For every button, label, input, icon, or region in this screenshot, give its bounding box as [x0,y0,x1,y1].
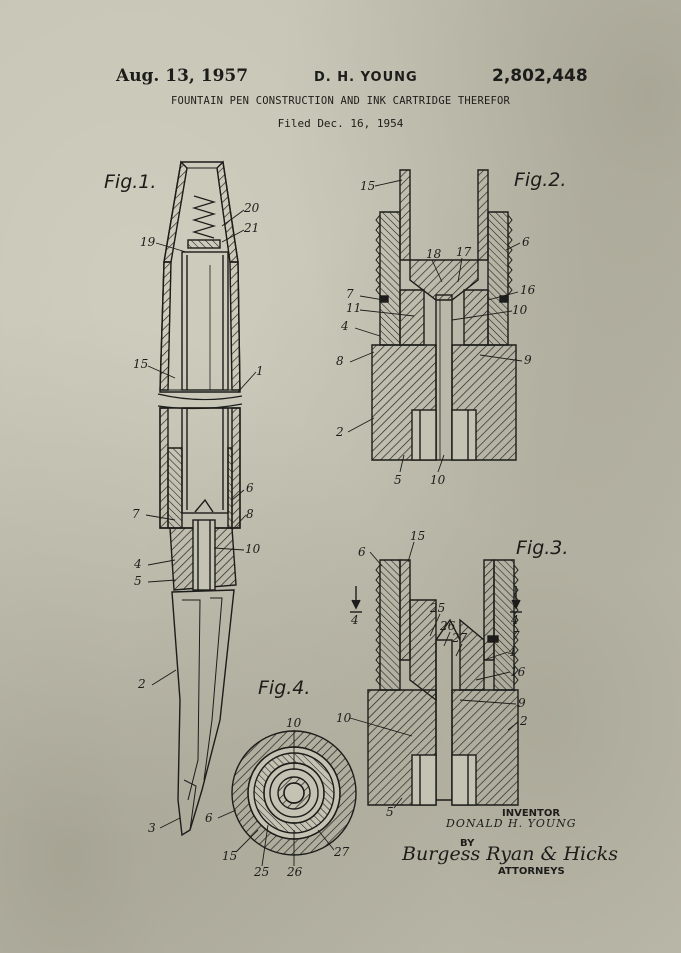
figure-2-labels: Fig.2. 15 6 18 17 16 7 11 10 4 8 9 2 5 1… [335,169,566,487]
fig1-ref: 19 [140,235,156,249]
fig3-ref: 4 [507,645,516,659]
fig3-ref: 4 [510,613,519,627]
figure-4-cross-section [231,730,357,856]
fig1-ref: 20 [243,201,260,215]
by-label: BY [460,838,475,849]
fig2-ref: 10 [430,473,446,487]
fig1-ref: 8 [246,507,254,521]
fig2-ref: 7 [346,287,354,301]
fig3-ref: 9 [518,696,526,710]
fig1-ref: 5 [134,574,142,588]
fig3-ref: 27 [451,631,468,645]
fig2-ref: 16 [520,283,536,297]
figure-2-section [371,169,517,461]
patent-number: 2,802,448 [492,66,588,86]
fig1-label: Fig.1. [104,171,156,193]
attorneys-signature: Burgess Ryan & Hicks [402,843,619,865]
fig3-ref: 25 [429,601,445,615]
fig3-label: Fig.3. [516,537,568,559]
inventor-signature: DONALD H. YOUNG [446,817,577,830]
fig2-ref: 11 [346,301,361,315]
fig1-ref: 15 [133,357,148,371]
fig3-ref: 4 [350,613,359,627]
fig2-label: Fig.2. [514,169,566,191]
fig3-ref: 6 [358,545,366,559]
fig2-ref: 17 [456,245,472,259]
fig2-ref: 2 [335,425,344,439]
figure-4-labels: Fig.4. 10 6 15 25 26 27 [205,677,350,879]
fig3-ref: 2 [519,714,528,728]
fig1-ref: 6 [246,481,254,495]
fig2-ref: 4 [340,319,349,333]
attorneys-label: ATTORNEYS [498,866,565,877]
figure-1-labels: Fig.1. 20 21 19 15 1 6 7 8 10 4 5 2 3 [104,171,264,835]
fig3-ref: 15 [410,529,425,543]
fig1-ref: 21 [243,221,259,235]
fig4-ref: 15 [222,849,237,863]
fig2-ref: 18 [426,247,442,261]
fig4-ref: 27 [333,845,350,859]
fig4-ref: 6 [205,811,213,825]
figure-3-section [350,559,522,806]
fig1-ref: 10 [245,542,261,556]
patent-title: FOUNTAIN PEN CONSTRUCTION AND INK CARTRI… [170,95,511,107]
figure-1-pen [157,160,243,837]
patent-date: Aug. 13, 1957 [116,66,249,86]
fig3-ref: 7 [512,629,520,643]
fig1-ref: 3 [148,821,156,835]
fig1-ref: 1 [256,364,264,378]
fig4-ref: 26 [286,865,303,879]
fig1-ref: 4 [133,557,142,571]
fig1-ref: 7 [132,507,140,521]
fig4-ref: 25 [253,865,269,879]
fig4-label: Fig.4. [258,677,310,699]
figure-3-labels: Fig.3. 6 15 4 4 25 26 27 7 4 16 9 10 2 5 [336,529,568,819]
filed-date: Filed Dec. 16, 1954 [277,117,404,130]
fig3-ref: 26 [439,619,456,633]
fig2-ref: 5 [394,473,402,487]
fig2-ref: 9 [524,353,532,367]
inventor-label: INVENTOR [502,808,561,819]
fig3-ref: 16 [510,665,526,679]
fig2-ref: 15 [360,179,375,193]
inventor-name: D. H. YOUNG [314,70,418,85]
fig4-ref: 10 [286,716,302,730]
fig3-ref: 10 [336,711,352,725]
fig2-ref: 10 [512,303,528,317]
fig2-ref: 8 [336,354,344,368]
fig1-ref: 2 [137,677,146,691]
fig3-ref: 5 [386,805,394,819]
fig2-ref: 6 [522,235,530,249]
